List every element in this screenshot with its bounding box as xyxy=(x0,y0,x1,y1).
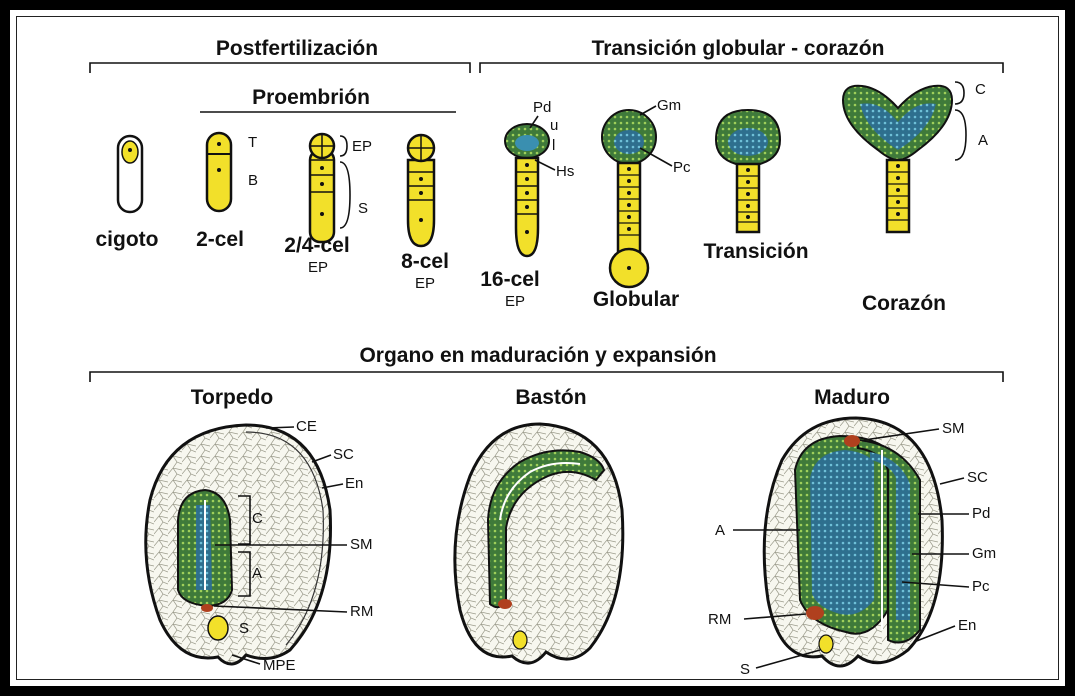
header-transicion-globular-corazon: Transición globular - corazón xyxy=(592,37,885,60)
label-maduro-Gm: Gm xyxy=(972,545,996,562)
label-Pd: Pd xyxy=(533,99,551,116)
label-Pc: Pc xyxy=(673,159,691,176)
label-8-cel: 8-cel xyxy=(401,250,449,273)
label-torpedo: Torpedo xyxy=(191,386,273,409)
baston-seed xyxy=(455,424,623,663)
label-maduro-A: A xyxy=(715,522,725,539)
globular-embryo xyxy=(602,110,656,287)
label-corazon: Corazón xyxy=(862,292,946,315)
label-2-cel: 2-cel xyxy=(196,228,244,251)
label-globular: Globular xyxy=(593,288,679,311)
label-l: l xyxy=(552,137,555,154)
bracket-transicion xyxy=(480,63,1003,73)
leader-torpedo-CE xyxy=(266,427,294,428)
label-torpedo-A: A xyxy=(252,565,262,582)
maduro-seed xyxy=(764,418,942,666)
label-8-cel-EP: EP xyxy=(415,275,435,292)
label-torpedo-En: En xyxy=(345,475,363,492)
two-four-cell-embryo xyxy=(310,134,334,242)
label-2-4-cel: 2/4-cel xyxy=(284,234,349,257)
label-torpedo-RM: RM xyxy=(350,603,373,620)
brace-EP xyxy=(340,136,347,156)
brace-C xyxy=(955,82,964,104)
label-maduro-SM: SM xyxy=(942,420,965,437)
cigoto-cell xyxy=(118,136,142,212)
label-Gm: Gm xyxy=(657,97,681,114)
label-16-cel: 16-cel xyxy=(480,268,540,291)
two-cell-embryo xyxy=(207,133,231,211)
label-torpedo-CE: CE xyxy=(296,418,317,435)
label-maduro-En: En xyxy=(958,617,976,634)
label-maduro-Pc: Pc xyxy=(972,578,990,595)
bracket-organo xyxy=(90,372,1003,382)
label-A: A xyxy=(978,132,988,149)
label-C: C xyxy=(975,81,986,98)
header-postfertilizacion: Postfertilización xyxy=(216,37,378,60)
brace-S xyxy=(340,162,350,228)
label-baston: Bastón xyxy=(515,386,586,409)
label-maduro: Maduro xyxy=(814,386,890,409)
label-Hs: Hs xyxy=(556,163,574,180)
label-maduro-SC: SC xyxy=(967,469,988,486)
label-cigoto: cigoto xyxy=(96,228,159,251)
header-organo: Organo en maduración y expansión xyxy=(359,344,716,367)
label-16-cel-EP: EP xyxy=(505,293,525,310)
eight-cell-embryo xyxy=(408,135,434,246)
label-T: T xyxy=(248,134,257,151)
label-u: u xyxy=(550,117,558,134)
transition-embryo xyxy=(716,110,780,232)
label-torpedo-S: S xyxy=(239,620,249,637)
label-torpedo-SC: SC xyxy=(333,446,354,463)
leader-maduro-SC xyxy=(940,478,964,484)
brace-A xyxy=(955,110,966,160)
label-EP: EP xyxy=(352,138,372,155)
label-transicion: Transición xyxy=(703,240,808,263)
leader-maduro-S xyxy=(756,650,820,668)
header-proembrion: Proembrión xyxy=(252,86,370,109)
label-maduro-Pd: Pd xyxy=(972,505,990,522)
label-2-4-cel-EP: EP xyxy=(308,259,328,276)
label-maduro-RM: RM xyxy=(708,611,731,628)
label-S: S xyxy=(358,200,368,217)
label-torpedo-MPE: MPE xyxy=(263,657,296,674)
bracket-postfertilizacion xyxy=(90,63,470,73)
label-maduro-S: S xyxy=(740,661,750,678)
sixteen-cell-embryo xyxy=(505,124,549,256)
heart-embryo xyxy=(843,86,952,232)
label-torpedo-SM: SM xyxy=(350,536,373,553)
label-torpedo-C: C xyxy=(252,510,263,527)
leader-torpedo-SC xyxy=(312,455,331,462)
label-B: B xyxy=(248,172,258,189)
leader-Gm xyxy=(640,106,656,115)
